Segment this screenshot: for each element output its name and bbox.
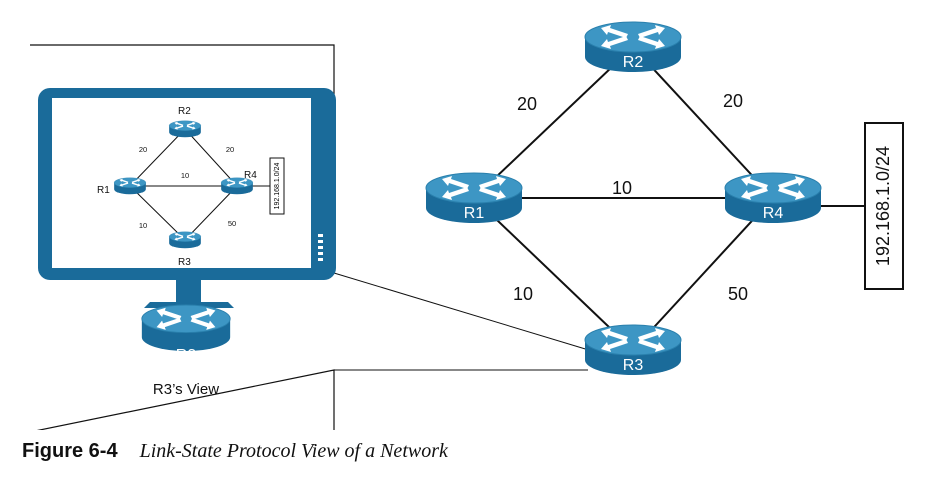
inset-network-label: 192.168.1.0/24 — [274, 163, 281, 210]
inset-caption: R3’s View — [153, 381, 219, 398]
router-r3-label: R3 — [623, 357, 644, 374]
inset-router-r2-icon — [168, 120, 202, 138]
inset-router-r3-label: R3 — [178, 257, 191, 268]
network-diagram: 192.168.1.0/24 R1 R2 R3 R4 20 20 10 10 5… — [30, 21, 904, 430]
inset-router-r1-icon — [113, 177, 147, 195]
zoom-line-top — [333, 272, 593, 352]
cost-r1-r4: 10 — [612, 178, 632, 198]
figure-caption: Figure 6-4 Link-State Protocol View of a … — [22, 440, 448, 463]
inset-topology: 192.168.1.0/24 R1 R2 R3 R4 20 20 10 10 5… — [97, 106, 285, 268]
viewer-router-label: R3 — [176, 347, 197, 364]
link-r1-r2 — [473, 46, 634, 199]
inset-network-box — [269, 157, 285, 215]
router-r2-label: R2 — [623, 54, 644, 71]
inset-link-r1-r2 — [129, 128, 186, 187]
network-box — [864, 122, 904, 290]
cost-r1-r2: 20 — [517, 94, 537, 114]
inset-router-r1-label: R1 — [97, 185, 110, 196]
inset-link-r3-r4 — [184, 185, 238, 241]
link-r3-r4 — [632, 197, 774, 351]
figure-number: Figure 6-4 — [22, 440, 118, 462]
inset-router-r3-icon — [168, 231, 202, 249]
cost-r1-r3: 10 — [513, 284, 533, 304]
network-label: 192.168.1.0/24 — [873, 146, 893, 266]
inset-cost-r1-r2: 20 — [139, 145, 147, 154]
inset-cost-r1-r3: 10 — [139, 221, 147, 230]
figure-title: Link-State Protocol View of a Network — [139, 440, 448, 462]
inset-router-r4-label: R4 — [244, 170, 257, 181]
inset-router-r2-label: R2 — [178, 106, 191, 117]
link-r1-r3 — [473, 197, 634, 351]
router-r4-label: R4 — [763, 205, 784, 222]
viewer-router-icon — [141, 304, 231, 352]
inset-cost-r3-r4: 50 — [228, 219, 236, 228]
router-r1-label: R1 — [464, 205, 485, 222]
cost-r2-r4: 20 — [723, 91, 743, 111]
cost-r3-r4: 50 — [728, 284, 748, 304]
inset-link-r1-r3 — [129, 185, 186, 241]
inset-cost-r2-r4: 20 — [226, 145, 234, 154]
inset-cost-r1-r4: 10 — [181, 171, 189, 180]
link-r2-r4 — [632, 46, 774, 199]
inset-link-r2-r4 — [184, 128, 238, 187]
